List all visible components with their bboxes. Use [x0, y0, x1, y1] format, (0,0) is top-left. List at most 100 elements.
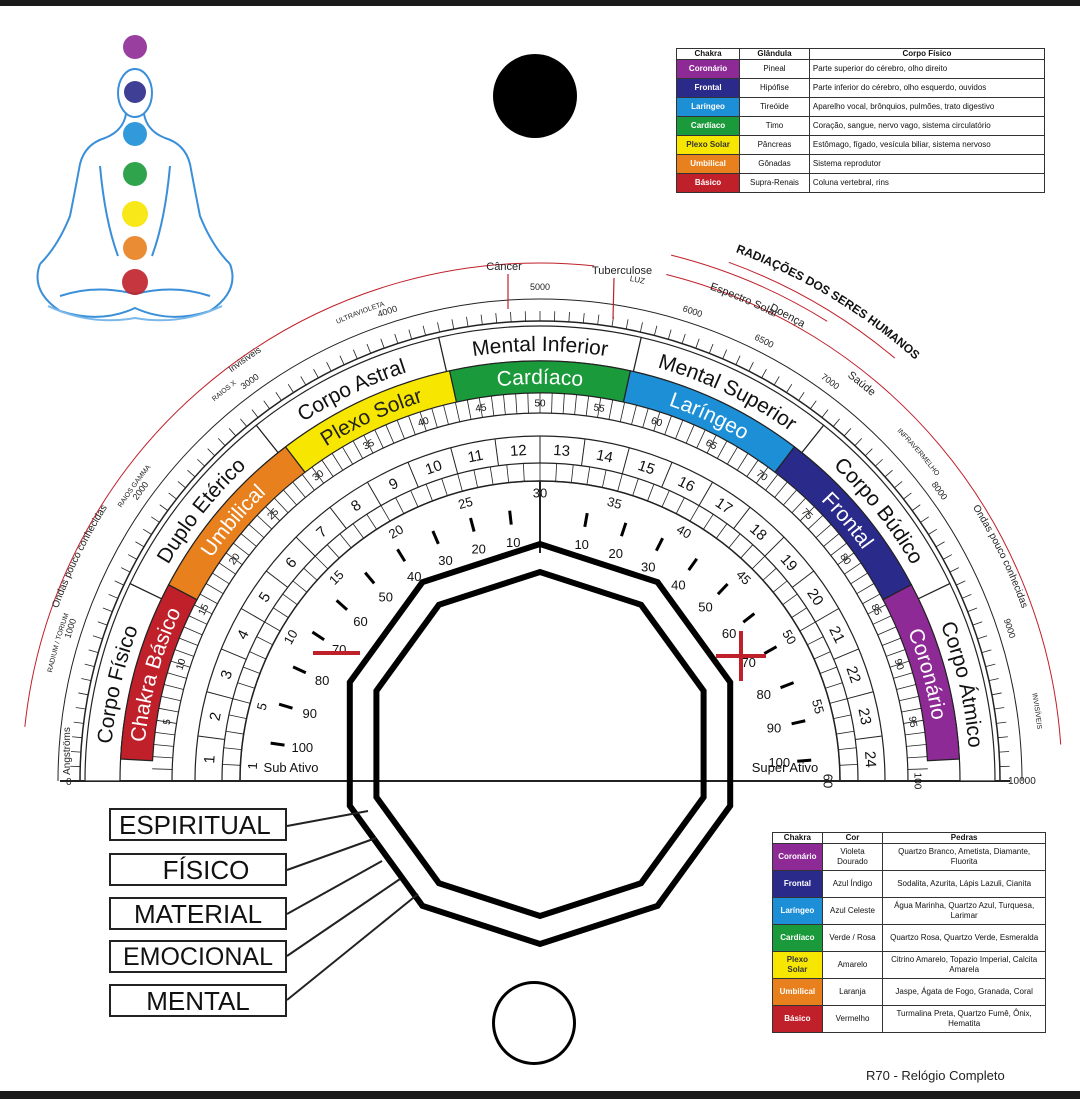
- tick-mark: [495, 313, 498, 324]
- tick-mark: [167, 672, 187, 679]
- level-material[interactable]: MATERIAL: [109, 897, 287, 930]
- tick-mark: [555, 463, 558, 482]
- inner-tick: [469, 517, 476, 532]
- tick-mark: [574, 394, 577, 415]
- pct-label: 45: [475, 402, 488, 415]
- number-ring-label: 8: [348, 497, 364, 516]
- num-divider: [329, 506, 347, 530]
- pct-label: 65: [704, 438, 719, 453]
- tick-mark: [490, 396, 495, 416]
- tick-mark: [773, 376, 780, 386]
- tick-mark: [153, 744, 174, 747]
- tick-mark: [222, 763, 241, 766]
- level-connectors: [286, 810, 419, 1001]
- tick-mark: [264, 621, 281, 632]
- num-divider: [494, 438, 499, 466]
- corpo-cell: Parte superior do cérebro, olho direito: [808, 59, 1046, 79]
- tick-mark: [121, 567, 131, 573]
- pct-label: 15: [197, 602, 212, 617]
- pct-label: 60: [650, 416, 664, 430]
- tick-mark: [903, 492, 912, 500]
- level-mental[interactable]: MENTAL: [109, 984, 287, 1017]
- tick-mark: [251, 409, 259, 418]
- scale60-label: 45: [733, 567, 754, 588]
- glandula-cell: Pineal: [739, 59, 810, 79]
- tick-mark: [901, 707, 922, 713]
- tick-mark: [314, 555, 329, 570]
- inner-right-label: 30: [641, 559, 655, 574]
- tick-mark: [240, 418, 248, 427]
- chakra-cell: Plexo Solar: [675, 135, 741, 155]
- tick-mark: [907, 768, 928, 770]
- tick-mark: [275, 392, 282, 401]
- tick-mark: [419, 411, 427, 432]
- tick-mark: [798, 392, 805, 401]
- tick-mark: [807, 515, 824, 530]
- level-emocional[interactable]: EMOCIONAL: [109, 940, 287, 973]
- tick-mark: [839, 763, 858, 766]
- cor-cell: Laranja: [821, 978, 884, 1006]
- number-ring-label: 13: [553, 442, 571, 460]
- tick-mark: [237, 682, 255, 689]
- text-path-guide: [197, 329, 299, 401]
- invisiveis-right-label-path: INVISÍVEIS: [1030, 693, 1042, 730]
- tick-mark: [972, 621, 983, 626]
- tick-mark: [619, 402, 626, 422]
- glandula-cell: Supra-Renais: [739, 173, 810, 193]
- tick-mark: [127, 554, 138, 560]
- ondas-left-label-path: Ondas pouco conhecidas: [50, 503, 109, 610]
- num-divider: [833, 648, 859, 660]
- tick-mark: [911, 504, 921, 511]
- tick-mark: [988, 678, 999, 682]
- angstrom-label: 9000: [1002, 617, 1018, 639]
- number-ring-label: 6: [282, 554, 300, 571]
- tick-mark: [791, 607, 807, 618]
- inner-tick: [278, 702, 293, 710]
- tick-mark: [466, 399, 472, 420]
- tick-mark: [408, 415, 416, 435]
- tick-mark: [97, 621, 108, 626]
- tick-mark: [877, 626, 897, 636]
- num-divider: [733, 506, 751, 530]
- tick-mark: [88, 649, 99, 654]
- pedras-cell: Turmalina Preta, Quartzo Fumê, Ônix, Hem…: [882, 1005, 1046, 1033]
- tick-mark: [188, 615, 208, 625]
- espectro-label-path: Espectro Solar: [708, 281, 780, 321]
- tick-mark: [422, 325, 426, 336]
- tick-mark: [735, 355, 741, 365]
- tick-mark: [746, 459, 759, 477]
- pct-label: 70: [754, 468, 770, 484]
- scale60-label: 25: [457, 494, 475, 512]
- pct-arc: [171, 412, 909, 782]
- number-ring-label: 21: [825, 623, 848, 645]
- tick-mark: [510, 311, 512, 322]
- tick-mark: [942, 554, 953, 560]
- tick-mark: [72, 736, 83, 739]
- arrow-arc-left: [24, 262, 595, 727]
- pct-label: 35: [361, 437, 376, 452]
- tick-mark: [443, 405, 449, 425]
- tick-mark: [102, 607, 113, 613]
- invisiveis-left-label: Invisíveis: [227, 344, 264, 374]
- tick-mark: [905, 731, 925, 736]
- inner-tick: [742, 612, 756, 624]
- ondas-left-label: Ondas pouco conhecidas: [50, 503, 109, 610]
- tick-mark: [639, 322, 643, 333]
- level-espiritual[interactable]: ESPIRITUAL: [109, 808, 287, 841]
- tick-mark: [994, 707, 1005, 710]
- inner-right-label: 50: [698, 600, 712, 615]
- angstrom-label: 6500: [753, 332, 775, 350]
- num-divider: [815, 608, 840, 623]
- tick-mark: [981, 649, 992, 654]
- tick-mark: [825, 682, 843, 689]
- tick-mark: [156, 719, 177, 724]
- dial-decagon: [346, 540, 734, 948]
- tick-mark: [441, 478, 448, 496]
- angstrom-label: 7000: [819, 372, 841, 392]
- scale60-label: 1: [245, 762, 260, 770]
- arrow-doenca: [671, 254, 828, 322]
- level-fisico[interactable]: FÍSICO: [109, 853, 287, 886]
